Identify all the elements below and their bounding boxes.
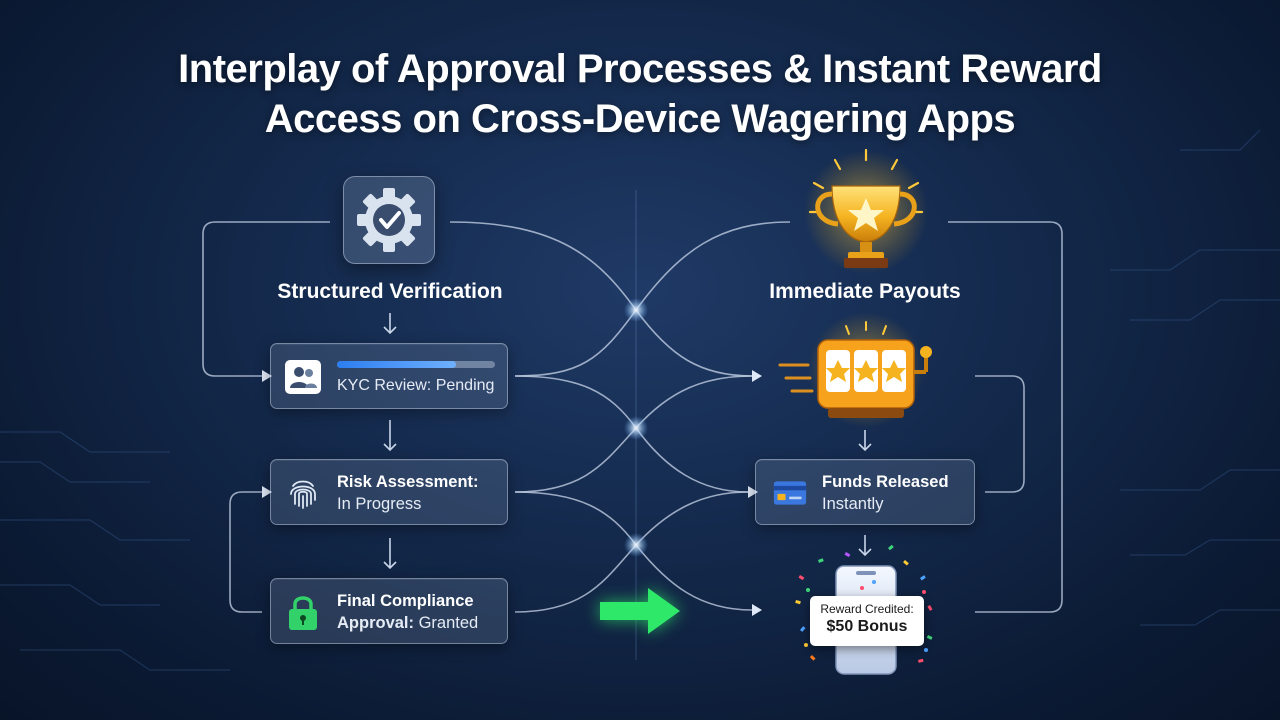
kyc-progress-fill (337, 361, 456, 368)
approval-label: Approval: (337, 614, 415, 632)
risk-assessment-status: In Progress (337, 495, 422, 513)
reward-amount: $50 Bonus (826, 618, 908, 635)
left-heading: Structured Verification (277, 280, 503, 303)
final-compliance-status: Approval: Granted (337, 614, 478, 633)
reward-credited-label: Reward Credited: (820, 602, 914, 616)
arrowheads (262, 370, 762, 616)
kyc-progress-bar (337, 361, 495, 368)
circuit-background (0, 129, 1280, 671)
fingerprint-icon (290, 480, 316, 509)
users-icon (285, 360, 321, 394)
gear-check-box (343, 176, 435, 264)
trophy-icon (804, 148, 928, 274)
lock-icon (289, 596, 317, 630)
risk-assessment-card: Risk Assessment: In Progress (270, 459, 508, 525)
final-compliance-card: Final Compliance Approval: Granted (270, 578, 508, 644)
slot-machine-icon (778, 312, 932, 428)
confetti (795, 544, 933, 663)
green-arrow-icon (600, 588, 680, 634)
funds-released-status: Instantly (822, 495, 884, 513)
credit-card-icon (773, 481, 807, 505)
granted-label: Granted (414, 614, 479, 632)
final-compliance-title: Final Compliance (337, 592, 474, 610)
down-arrows-right (858, 430, 872, 557)
reward-credited-card: Reward Credited: $50 Bonus (810, 596, 924, 646)
kyc-review-label: KYC Review: Pending (337, 377, 495, 394)
page-title: Interplay of Approval Processes & Instan… (0, 44, 1280, 144)
title-line-1: Interplay of Approval Processes & Instan… (178, 47, 1102, 91)
title-line-2: Access on Cross-Device Wagering Apps (264, 97, 1016, 141)
risk-assessment-title: Risk Assessment: (337, 473, 479, 491)
crossing-nodes (624, 298, 648, 557)
gear-check-icon (357, 188, 421, 252)
kyc-review-card: KYC Review: Pending (270, 343, 508, 409)
right-heading: Immediate Payouts (769, 280, 961, 303)
funds-released-card: Funds Released Instantly (755, 459, 975, 525)
funds-released-title: Funds Released (822, 473, 949, 491)
down-arrows-left (383, 313, 397, 570)
